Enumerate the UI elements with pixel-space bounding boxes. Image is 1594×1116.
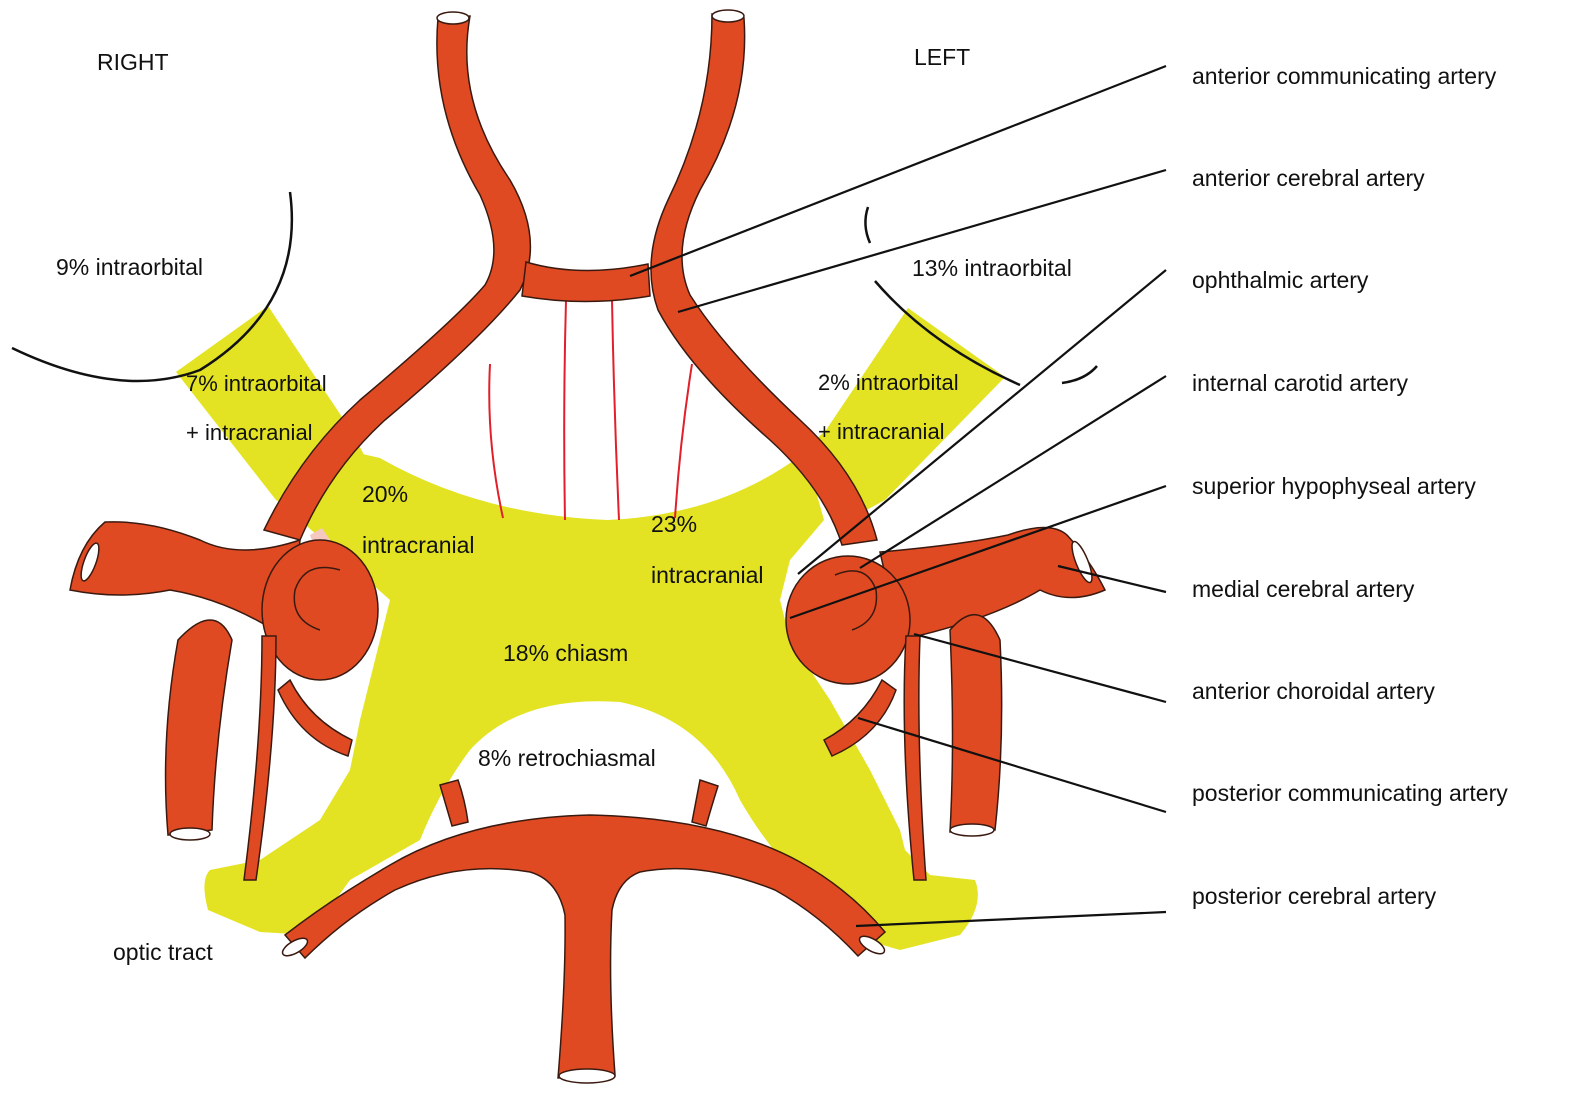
right-intraorbital-label: 9% intraorbital — [56, 254, 203, 280]
left-orbit-outline — [874, 280, 1021, 387]
left-orbit-outline-tail — [1061, 365, 1098, 385]
leader-anterior-cerebral — [677, 168, 1167, 314]
artery-label-superior-hypophyseal: superior hypophyseal artery — [1192, 473, 1476, 499]
leader-anterior-choroidal — [913, 632, 1167, 704]
orbit-outlines — [11, 191, 1098, 387]
leader-ophthalmic — [797, 269, 1167, 575]
right-canal-label-2: + intracranial — [186, 420, 313, 445]
right-middle-cerebral-artery — [69, 521, 301, 642]
anterior-communicating-artery — [521, 261, 651, 303]
leader-internal-carotid — [859, 375, 1167, 569]
left-canal-label-2: + intracranial — [818, 419, 945, 444]
optic-chiasm — [204, 450, 978, 950]
right-lateral-vessel — [164, 619, 233, 836]
left-internal-carotid-artery — [785, 555, 911, 685]
coil-details — [293, 566, 878, 631]
right-canal-label-1: 7% intraorbital — [186, 371, 327, 396]
perforators — [488, 299, 693, 521]
artery-label-posterior-communicating: posterior communicating artery — [1192, 780, 1508, 806]
cut-end — [169, 827, 211, 841]
cut-end — [711, 9, 745, 23]
leader-lines — [629, 64, 1167, 928]
right-intracranial-pct: 20% — [362, 481, 408, 507]
perforator-2 — [563, 299, 567, 521]
arteries — [69, 13, 1107, 1079]
cut-end — [949, 823, 995, 837]
left-coil-detail — [834, 570, 878, 631]
right-internal-carotid-artery — [261, 539, 379, 681]
leader-posterior-cerebral — [855, 910, 1167, 928]
perforator-4 — [674, 363, 693, 519]
chiasm-label: 18% chiasm — [503, 640, 628, 666]
retrochiasmal-label: 8% retrochiasmal — [478, 745, 656, 771]
artery-label-posterior-cerebral: posterior cerebral artery — [1192, 883, 1437, 909]
left-lateral-vessel — [949, 613, 1003, 833]
artery-label-ophthalmic: ophthalmic artery — [1192, 267, 1369, 293]
left-optic-nerve — [792, 308, 1005, 520]
left-hypophyseal-stub — [691, 779, 719, 827]
right-coil-detail — [293, 566, 341, 631]
cut-end — [858, 935, 886, 955]
right-orbit-outline — [11, 191, 294, 383]
leader-posterior-communicating — [857, 716, 1167, 814]
left-side-label: LEFT — [914, 44, 970, 70]
left-intraorbital-label: 13% intraorbital — [912, 255, 1072, 281]
left-intracranial-pct: 23% — [651, 511, 697, 537]
artery-label-anterior-communicating: anterior communicating artery — [1192, 63, 1497, 89]
right-posterior-communicating-artery — [277, 678, 353, 757]
artery-label-medial-cerebral: medial cerebral artery — [1192, 576, 1415, 602]
leader-superior-hypophyseal — [789, 484, 1167, 620]
artery-label-internal-carotid: internal carotid artery — [1192, 370, 1409, 396]
artery-label-anterior-cerebral: anterior cerebral artery — [1192, 165, 1425, 191]
right-side-label: RIGHT — [97, 49, 169, 75]
leader-anterior-communicating — [629, 64, 1167, 278]
right-hypophyseal-stub — [439, 779, 469, 827]
right-intracranial-word: intracranial — [362, 532, 475, 558]
labels: RIGHT LEFT 9% intraorbital 13% intraorbi… — [56, 44, 1508, 965]
left-anterior-choroidal-artery — [903, 635, 927, 881]
right-anterior-choroidal-artery — [243, 635, 277, 881]
left-middle-cerebral-artery — [879, 526, 1107, 641]
left-orbit-outline-top — [864, 206, 872, 244]
optic-tract-label: optic tract — [113, 939, 213, 965]
perforator-3 — [611, 299, 620, 521]
left-anterior-cerebral-artery — [650, 13, 878, 546]
cut-end — [558, 1068, 616, 1084]
leader-medial-cerebral — [1057, 564, 1167, 594]
posterior-cerebral-arch — [283, 814, 887, 1079]
left-canal-label-1: 2% intraorbital — [818, 370, 959, 395]
artery-label-anterior-choroidal: anterior choroidal artery — [1192, 678, 1435, 704]
left-intracranial-word: intracranial — [651, 562, 764, 588]
cut-end — [281, 937, 309, 957]
cut-end — [436, 11, 470, 25]
cut-end — [80, 542, 100, 582]
perforator-1 — [488, 363, 504, 519]
